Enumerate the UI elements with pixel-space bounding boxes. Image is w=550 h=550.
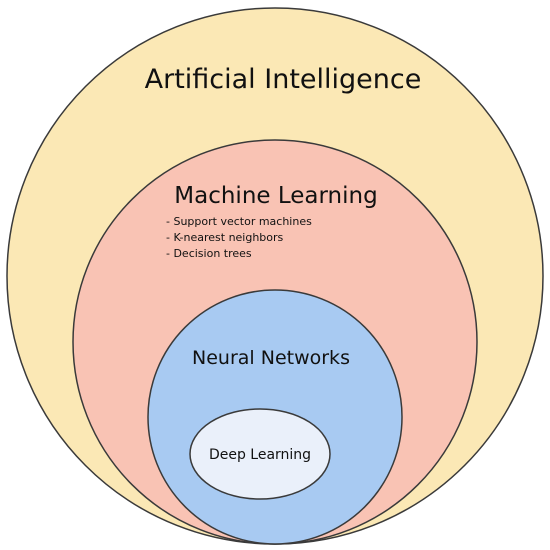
dl-label: Deep Learning <box>209 447 311 463</box>
ml-item-knn: - K-nearest neighbors <box>166 231 284 244</box>
nn-label: Neural Networks <box>192 347 350 369</box>
dl-ellipse <box>189 408 331 500</box>
ml-label: Machine Learning <box>174 183 377 209</box>
ml-item-decision-trees: - Decision trees <box>166 247 252 260</box>
ml-item-svm: - Support vector machines <box>166 215 312 228</box>
ai-label: Artificial Intelligence <box>145 64 422 95</box>
